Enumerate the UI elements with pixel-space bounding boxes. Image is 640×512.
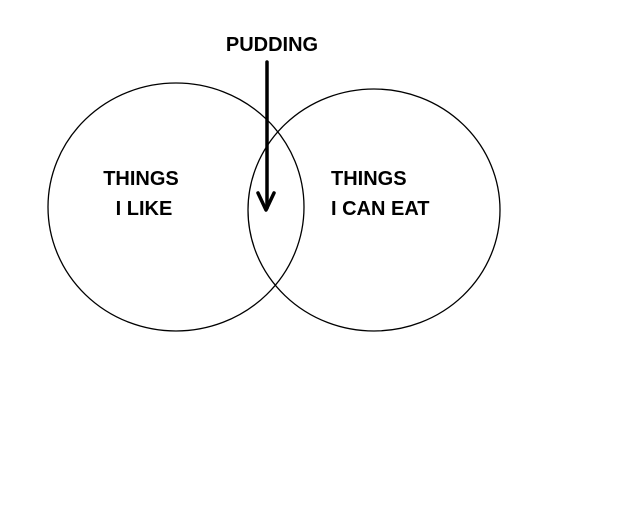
right-set-label-line1: THINGS: [331, 168, 407, 190]
right-set-circle: [247, 88, 501, 332]
left-set-circle: [47, 82, 305, 332]
callout-label: PUDDING: [226, 34, 318, 56]
right-set-label: THINGS I CAN EAT: [331, 168, 430, 220]
left-set-label: THINGS I LIKE: [103, 168, 179, 220]
left-set-label-line2: I LIKE: [116, 198, 173, 220]
right-set-label-line2: I CAN EAT: [331, 198, 430, 220]
left-set-label-line1: THINGS: [103, 168, 179, 190]
down-arrow-icon: [256, 60, 276, 212]
